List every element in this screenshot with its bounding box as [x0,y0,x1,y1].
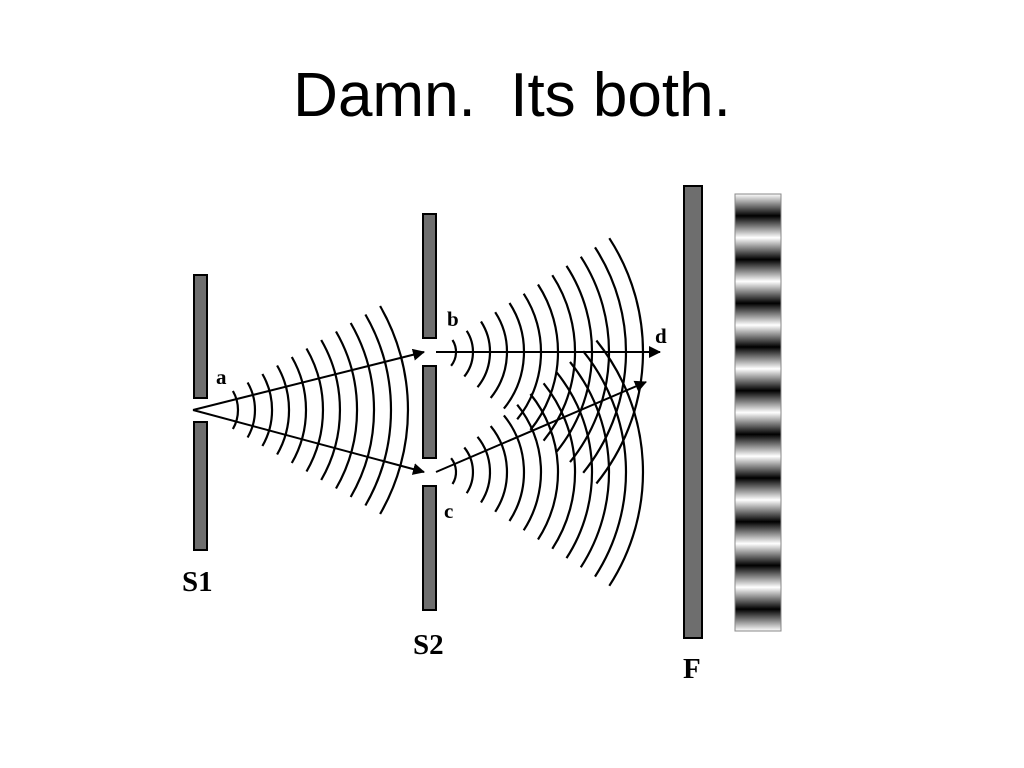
wave-a-arc-3 [261,373,274,447]
wave-b-arc-8 [542,274,577,442]
wave-b-arc-6 [516,293,543,420]
wave-c-arc-3 [476,436,492,504]
wave-a-arc-6 [305,347,325,473]
wave-a-arc-1 [231,390,240,430]
wave-a-arc-9 [349,322,376,498]
label-screen-s1: S1 [182,566,213,598]
barrier-s1-upper [193,274,208,399]
wave-b-arc-10 [569,256,611,463]
wave-b-arc-12 [595,237,645,485]
wave-a-arc-10 [364,313,393,507]
wave-c-arc-5 [503,414,526,522]
wavefronts-from-slit-a [231,305,409,515]
wave-b-arc-4 [489,311,509,399]
interference-pattern [734,193,782,632]
wave-c-arc-10 [569,361,611,568]
wave-b-arc-5 [503,302,526,410]
wave-a-arc-8 [335,330,359,490]
slide-title: Damn. Its both. [293,61,731,130]
wave-a-arc-2 [246,381,257,439]
wave-c-arc-1 [450,457,458,485]
wave-c-arc-12 [595,339,645,587]
wave-c-arc-2 [463,446,475,494]
wave-c-arc-4 [489,425,509,513]
wavefronts-from-slit-b [450,237,645,485]
fringe-band-strip [734,193,782,632]
barrier-s1 [193,274,208,551]
wave-b-arc-2 [463,330,475,378]
wave-a-arc-11 [379,305,409,515]
screen-f [683,185,703,639]
barrier-s2 [422,213,437,611]
label-point-d: d [655,324,667,348]
wave-b-arc-7 [529,283,560,431]
wavefronts-from-slit-c [450,339,645,587]
wave-c-arc-8 [542,382,577,550]
label-slit-b: b [447,307,459,331]
wave-b-arc-1 [450,339,458,367]
barrier-s2-middle [422,365,437,459]
wave-a-arc-5 [290,356,308,464]
wave-c-arc-11 [582,350,628,578]
label-screen-s2: S2 [413,629,444,661]
label-slit-c: c [444,499,453,523]
ray-group [192,346,661,475]
barrier-s2-top [422,213,437,339]
ray-c-to-d [435,380,647,473]
barrier-s2-bottom [422,485,437,611]
wave-c-arc-7 [529,393,560,541]
barrier-s1-lower [193,421,208,551]
ray-a-to-c [192,409,425,475]
wave-a-arc-4 [276,364,291,456]
wave-c-arc-6 [516,404,543,531]
wave-b-arc-9 [555,265,594,453]
label-slit-a: a [216,365,227,389]
wave-c-arc-9 [555,371,594,559]
ray-a-to-b [192,348,425,411]
label-screen-f: F [683,653,701,685]
wave-b-arc-11 [582,246,628,474]
wave-a-arc-7 [320,339,341,481]
wave-b-arc-3 [476,320,492,388]
